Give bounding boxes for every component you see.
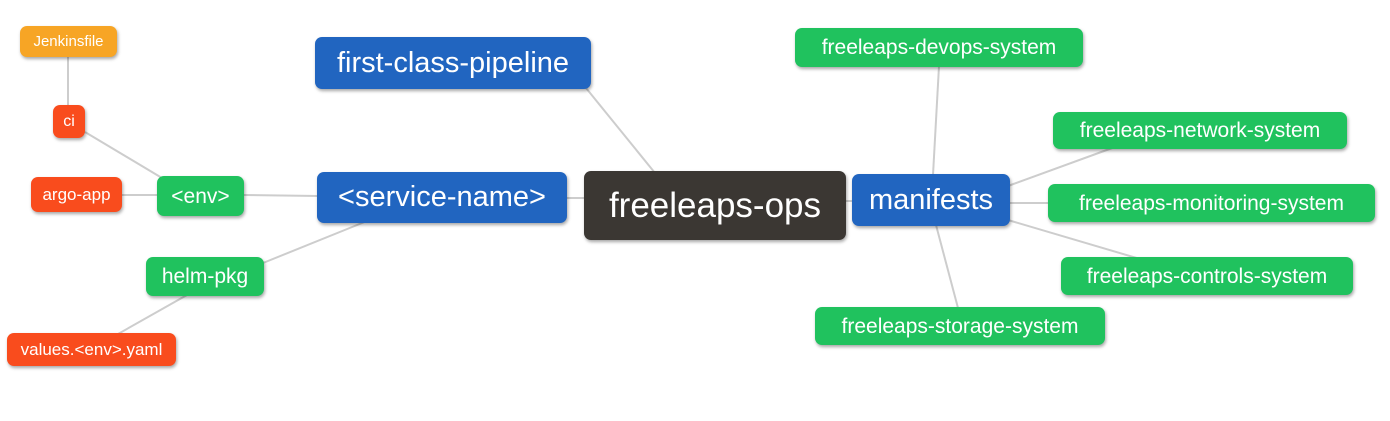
node-freeleaps-controls-system[interactable]: freeleaps-controls-system <box>1061 257 1353 295</box>
node-first-class-pipeline[interactable]: first-class-pipeline <box>315 37 591 89</box>
node-freeleaps-devops-system[interactable]: freeleaps-devops-system <box>795 28 1083 67</box>
node-ci[interactable]: ci <box>53 105 85 138</box>
node-freeleaps-storage-system[interactable]: freeleaps-storage-system <box>815 307 1105 345</box>
node-freeleaps-monitoring-system[interactable]: freeleaps-monitoring-system <box>1048 184 1375 222</box>
node-freeleaps-network-system[interactable]: freeleaps-network-system <box>1053 112 1347 149</box>
node-jenkinsfile[interactable]: Jenkinsfile <box>20 26 117 57</box>
edge-ci-to-env <box>84 131 163 179</box>
edge-env-to-service-name <box>242 194 319 197</box>
node-argo-app[interactable]: argo-app <box>31 177 122 212</box>
node-values-env-yaml[interactable]: values.<env>.yaml <box>7 333 176 366</box>
edge-helm-pkg-to-service-name <box>262 220 368 264</box>
edge-manifests-to-storage-system <box>935 224 959 309</box>
node-freeleaps-ops-root[interactable]: freeleaps-ops <box>584 171 846 240</box>
node-service-name[interactable]: <service-name> <box>317 172 567 223</box>
edge-manifests-to-network-system <box>1007 146 1116 187</box>
edge-first-class-pipeline-to-freeleaps-ops <box>585 87 656 174</box>
node-manifests[interactable]: manifests <box>852 174 1010 226</box>
edge-values-env-yaml-to-helm-pkg <box>117 294 188 335</box>
node-helm-pkg[interactable]: helm-pkg <box>146 257 264 296</box>
node-env[interactable]: <env> <box>157 176 244 216</box>
edge-manifests-to-controls-system <box>1007 219 1141 260</box>
edge-manifests-to-devops-system <box>932 65 940 176</box>
